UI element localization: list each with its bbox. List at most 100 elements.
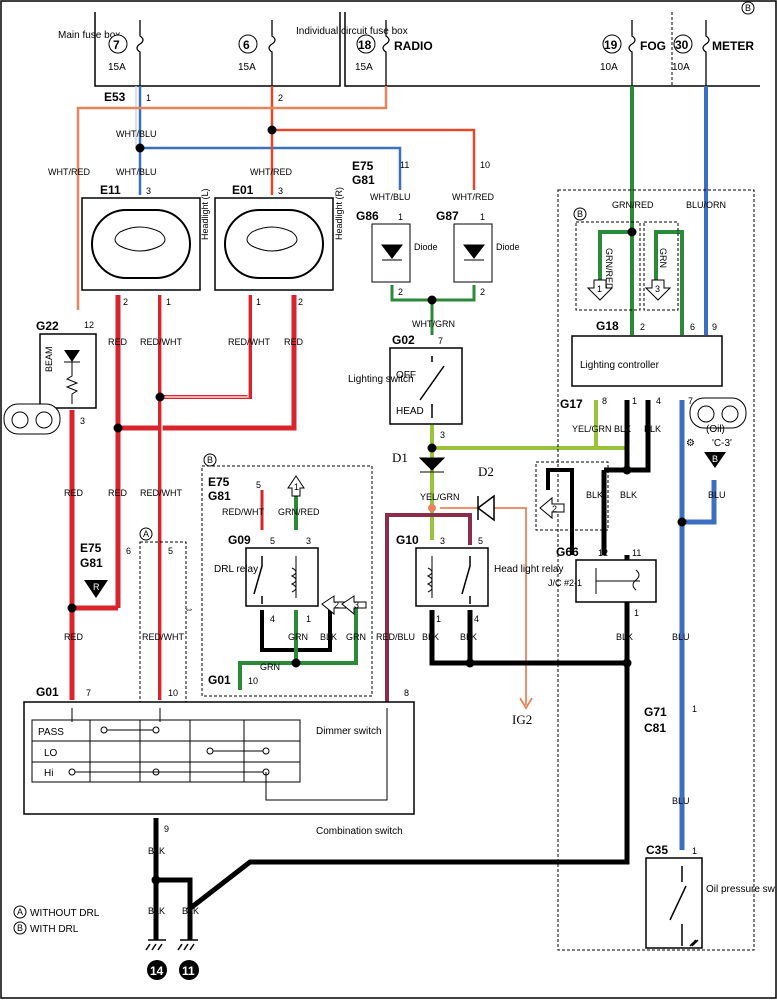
instrument-cluster-icon-left <box>3 403 61 435</box>
svg-text:2: 2 <box>640 322 645 332</box>
svg-text:3: 3 <box>278 186 283 196</box>
svg-text:LO: LO <box>44 748 58 759</box>
svg-text:14: 14 <box>150 964 164 978</box>
wire-red-g22: RED <box>64 488 84 498</box>
svg-text:2: 2 <box>398 287 403 297</box>
svg-text:11: 11 <box>182 964 195 978</box>
svg-text:BLK: BLK <box>614 424 631 434</box>
e53-pin2: 2 <box>278 93 283 103</box>
svg-text:G01: G01 <box>208 673 231 687</box>
svg-text:1: 1 <box>436 614 441 624</box>
svg-text:RED/WHT: RED/WHT <box>222 507 264 517</box>
svg-text:'C-3': 'C-3' <box>712 438 732 449</box>
svg-text:9: 9 <box>164 824 169 834</box>
svg-text:10: 10 <box>248 676 258 686</box>
svg-text:GRN/RED: GRN/RED <box>604 248 614 290</box>
svg-text:BLK: BLK <box>586 490 603 500</box>
svg-text:B: B <box>577 209 583 219</box>
wire-wht-blu-2: WHT/BLU <box>116 167 157 177</box>
ground-11: 11 <box>177 939 199 980</box>
svg-text:G81: G81 <box>208 489 231 503</box>
svg-text:GRN: GRN <box>288 632 308 642</box>
fuse-18-radio: 18 15A RADIO <box>355 20 433 86</box>
svg-text:1: 1 <box>294 482 299 492</box>
svg-text:9: 9 <box>712 322 717 332</box>
d1-diode: D1 <box>392 450 446 473</box>
svg-text:G22: G22 <box>36 319 59 333</box>
section-a-marker: A ⇔ <box>139 527 194 713</box>
svg-text:1: 1 <box>398 212 403 222</box>
svg-text:BLU: BLU <box>672 632 690 642</box>
wire-blk-a: BLK <box>422 632 439 642</box>
svg-text:12: 12 <box>598 548 608 558</box>
wire-wht-red-2: WHT/RED <box>250 167 292 177</box>
junction-dots <box>67 125 687 885</box>
svg-text:GRN/RED: GRN/RED <box>612 200 654 210</box>
wire-red-mid: RED <box>108 488 128 498</box>
connector-e75-lower: E75 <box>80 541 102 555</box>
svg-text:B: B <box>745 3 751 13</box>
svg-text:G17: G17 <box>560 397 583 411</box>
wire-red-wht-mid: RED/WHT <box>140 488 182 498</box>
svg-text:BLK: BLK <box>620 490 637 500</box>
fuse-7: 7 15A <box>108 20 144 86</box>
svg-text:1: 1 <box>632 396 637 406</box>
svg-text:8: 8 <box>404 688 409 698</box>
wire-red-e11: RED <box>108 337 128 347</box>
headlight-right: E01 3 Headlight (R) 1 2 <box>214 183 344 307</box>
e75-pin10: 10 <box>480 160 490 170</box>
wire-yel-grn: YEL/GRN <box>420 492 460 502</box>
connector-e53: E53 <box>104 90 126 104</box>
svg-text:2: 2 <box>123 297 128 307</box>
svg-text:B: B <box>712 454 718 464</box>
svg-text:WITH DRL: WITH DRL <box>30 924 79 935</box>
svg-text:2: 2 <box>552 504 557 514</box>
e75-pin11: 11 <box>400 160 409 170</box>
svg-text:G86: G86 <box>356 209 379 223</box>
svg-text:6: 6 <box>243 38 250 52</box>
svg-text:G66: G66 <box>556 545 579 559</box>
svg-text:PASS: PASS <box>38 727 64 738</box>
svg-text:12: 12 <box>84 320 94 330</box>
svg-text:BLK: BLK <box>616 632 633 642</box>
svg-text:1: 1 <box>692 846 697 856</box>
fuse-box-main-outline <box>94 12 341 87</box>
svg-text:10: 10 <box>168 688 178 698</box>
wire-red-wht-e01: RED/WHT <box>228 337 270 347</box>
svg-text:2: 2 <box>298 297 303 307</box>
ctrl-arrow-2-icon: 2 <box>539 496 565 520</box>
svg-text:18: 18 <box>358 38 372 52</box>
svg-text:G02: G02 <box>392 333 415 347</box>
fuse-6: 6 15A <box>238 20 276 86</box>
svg-text:30: 30 <box>675 38 689 52</box>
wire-red-e01: RED <box>284 337 304 347</box>
individual-fuse-box-label: Individual circuit fuse box <box>296 26 408 37</box>
svg-text:Hi: Hi <box>44 768 53 779</box>
svg-text:A: A <box>17 907 23 917</box>
svg-text:Headlight (R): Headlight (R) <box>334 187 344 240</box>
svg-text:C35: C35 <box>646 843 668 857</box>
wire-wht-red: WHT/RED <box>48 167 90 177</box>
svg-text:D2: D2 <box>478 464 494 479</box>
svg-text:3: 3 <box>80 416 85 426</box>
svg-text:(Oil): (Oil) <box>706 424 725 435</box>
svg-text:YEL/GRN: YEL/GRN <box>572 424 612 434</box>
svg-text:Dimmer switch: Dimmer switch <box>316 726 382 737</box>
oil-can-icon: ⚙ <box>686 438 695 449</box>
svg-text:1: 1 <box>480 212 485 222</box>
controller-section: GRN/RED BLU/ORN B GRN/RED GRN 1 3 G18 2 … <box>535 189 777 951</box>
e75-lower-pin5: 5 <box>168 546 173 556</box>
svg-text:METER: METER <box>712 39 754 53</box>
e53-pin1: 1 <box>146 93 151 103</box>
ctrl-arrow-3-icon: 3 <box>644 279 672 301</box>
svg-text:7: 7 <box>86 688 91 698</box>
svg-text:15A: 15A <box>108 62 126 73</box>
svg-text:R: R <box>93 582 100 592</box>
section-a-swap-icon: ⇔ <box>184 604 194 615</box>
svg-text:GRN/RED: GRN/RED <box>278 507 320 517</box>
svg-text:GRN: GRN <box>260 662 280 672</box>
lighting-switch: G02 7 OFF HEAD Lighting switch 3 <box>348 333 463 440</box>
svg-text:BLU: BLU <box>672 796 690 806</box>
